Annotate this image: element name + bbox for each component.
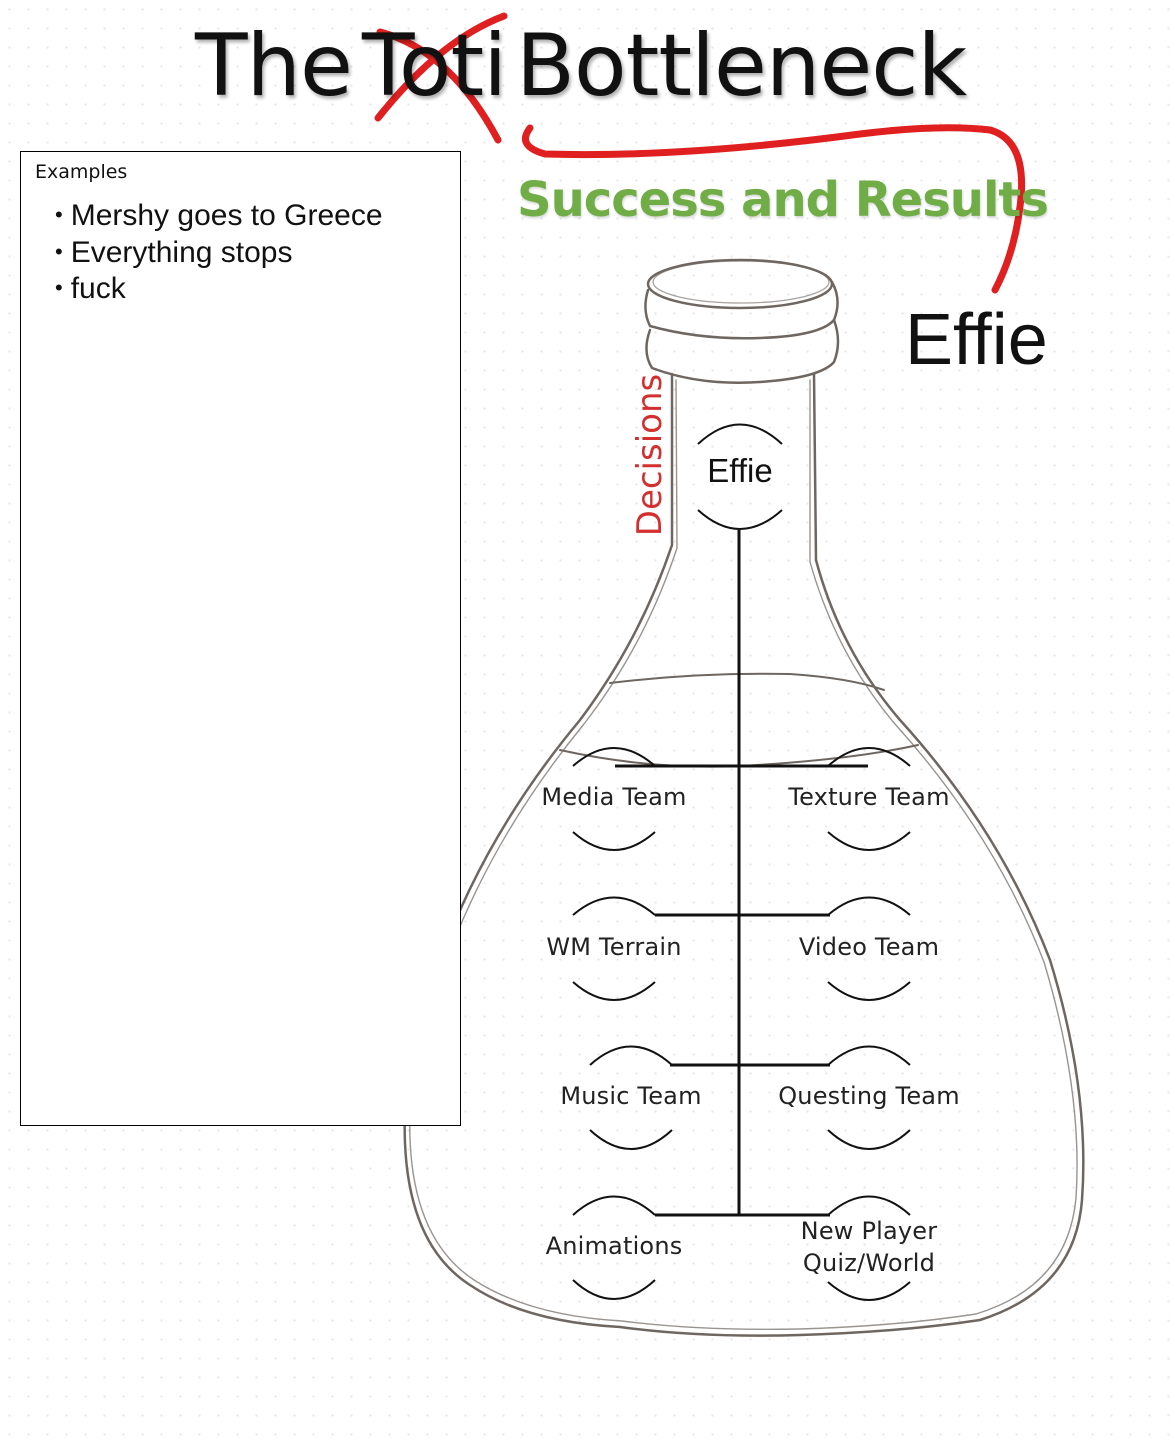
bracket-questing-bottom: [827, 1129, 911, 1150]
title-word-struck: Toti: [362, 16, 507, 116]
title-word-the: The: [195, 16, 353, 116]
bracket-texture-bottom: [827, 831, 911, 851]
node-music-team: Music Team: [560, 1082, 702, 1110]
bracket-video-top: [827, 896, 911, 916]
node-new-player-quiz-world: New Player Quiz/World: [800, 1217, 938, 1277]
bottle-cap-top: [646, 258, 834, 310]
subtitle-success-results: Success and Results: [517, 172, 1049, 228]
bracket-media-bottom: [572, 831, 656, 851]
bracket-effie-bottom: [697, 509, 783, 530]
bottle-body: [403, 372, 1085, 1337]
bracket-texture-top: [827, 747, 911, 767]
org-connectors: [615, 530, 868, 1217]
examples-textbox: Examples Mershy goes to Greece Everythin…: [20, 151, 461, 1126]
node-video-team: Video Team: [798, 933, 940, 961]
bracket-media-top: [572, 747, 656, 767]
red-annotations: [374, 12, 1026, 294]
bracket-music-top: [589, 1045, 673, 1066]
neck-label-decisions: Decisions: [630, 373, 670, 537]
bottle-cap-top-sketch: [652, 260, 830, 304]
example-item: Everything stops: [55, 234, 383, 271]
bracket-wm-bottom: [572, 981, 656, 1001]
node-media-team: Media Team: [541, 783, 687, 811]
bracket-effie-top: [697, 423, 783, 445]
example-item: Mershy goes to Greece: [55, 197, 383, 234]
bracket-newplayer-top: [827, 1195, 911, 1216]
bottle-body-sketch: [409, 379, 1078, 1331]
node-texture-team: Texture Team: [788, 783, 950, 811]
examples-heading: Examples: [35, 161, 128, 183]
effie-annotation: Effie: [905, 300, 1048, 380]
strike-x-stroke-2: [374, 12, 508, 122]
node-brackets: [572, 423, 911, 1301]
liquid-line: [609, 672, 885, 691]
bottle-outline: [403, 258, 1085, 1337]
example-item: fuck: [55, 270, 383, 307]
examples-list: Mershy goes to Greece Everything stops f…: [55, 197, 383, 307]
node-effie: Effie: [707, 452, 773, 489]
bottle-ring-lower: [645, 318, 840, 384]
bracket-music-bottom: [589, 1129, 673, 1150]
node-questing-team: Questing Team: [778, 1082, 960, 1110]
node-animations: Animations: [545, 1232, 683, 1260]
bracket-questing-top: [827, 1045, 911, 1066]
node-wm-terrain: WM Terrain: [546, 933, 682, 961]
title-word-bottleneck: Bottleneck: [516, 16, 967, 116]
strike-x-stroke-1: [376, 28, 502, 144]
bracket-video-bottom: [827, 981, 911, 1001]
bracket-animations-top: [572, 1195, 656, 1216]
bottle-ring-upper: [644, 280, 839, 340]
bracket-animations-bottom: [572, 1279, 656, 1300]
effie-connector-curve: [522, 124, 1026, 294]
bracket-newplayer-bottom: [827, 1281, 911, 1301]
bracket-wm-top: [572, 896, 656, 916]
